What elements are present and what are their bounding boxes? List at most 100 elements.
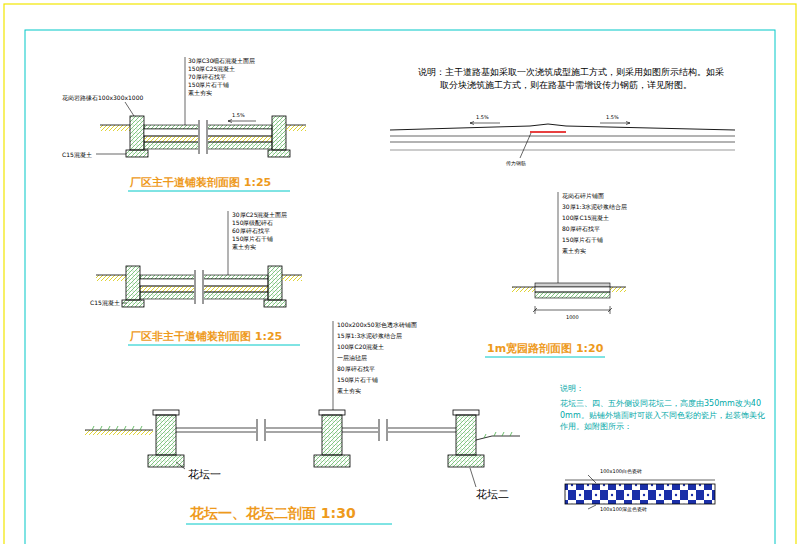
planter-section-part	[156, 415, 176, 455]
planter-section-part	[322, 415, 342, 455]
layer-label: 素土夯实	[232, 243, 256, 250]
layer-label: 素土夯实	[562, 247, 586, 254]
planter-section-part	[176, 462, 185, 469]
dimension-label: 1000	[566, 314, 579, 320]
base-label: C15混凝土	[62, 151, 92, 158]
planter-section-part	[92, 426, 142, 430]
tile-label: 100x100深蓝色瓷砖	[600, 506, 647, 512]
planter-label: 花坛一	[188, 468, 221, 481]
layer-label: 30厚C25混凝土面层	[232, 211, 287, 218]
tile-facing-detail-part	[588, 475, 596, 509]
secondary-road-section	[96, 211, 302, 345]
layer-label: 素土夯实	[337, 387, 361, 394]
garden-path-section-part	[533, 306, 612, 314]
planter-section-part	[484, 432, 512, 438]
secondary-road-section-part	[128, 345, 300, 346]
main-road-section-part	[228, 120, 256, 123]
garden-path-section-part	[485, 357, 605, 358]
planter-section-part	[476, 436, 520, 440]
section-title: 花坛一、花坛二剖面 1:30	[190, 505, 356, 522]
road-joint-section-part	[600, 122, 630, 125]
planter-section-part	[378, 420, 388, 440]
layer-label: 80厚碎石找平	[562, 225, 600, 232]
planter-section-part	[257, 419, 265, 441]
planter-section	[85, 321, 520, 524]
layer-label: 150厚片石干铺	[562, 236, 603, 243]
layer-label: 80厚碎石找平	[337, 365, 375, 372]
section-title: 厂区非主干道铺装剖面图 1:25	[130, 330, 282, 343]
main-road-section-part	[128, 191, 290, 192]
layer-label: 100厚C20混凝土	[337, 343, 384, 350]
planter-section-part	[85, 430, 153, 435]
secondary-road-section-part	[96, 266, 302, 307]
planter-section-part	[85, 430, 153, 431]
layer-label: 花岗石碎片铺面	[562, 192, 604, 199]
layer-label: 150厚片石干铺	[337, 376, 378, 383]
planter-section-part	[176, 428, 322, 432]
road-joint-section-part	[520, 133, 531, 158]
sheet-frame-part	[25, 30, 775, 544]
main-road-section	[96, 57, 306, 191]
section-title: 厂区主干道铺装剖面图 1:25	[130, 176, 271, 189]
main-road-section-part	[100, 116, 306, 157]
tile-label: 100x100白色瓷砖	[600, 468, 642, 474]
planter-section-part	[148, 455, 184, 467]
slope-label: 1.5%	[606, 114, 619, 120]
planter-section-part	[470, 468, 476, 487]
garden-path-section-part	[535, 283, 610, 287]
layer-label: 100x200x50彩色透水砖铺面	[337, 321, 417, 328]
layer-label: 150厚片石干铺	[188, 81, 229, 88]
main-road-section-part	[125, 102, 134, 116]
curb-label: 花岗岩路缘石100x300x1000	[62, 94, 143, 101]
road-joint-section-part	[390, 124, 735, 130]
tile-facing-detail	[565, 475, 715, 509]
road-joint-section-part	[390, 150, 735, 151]
layer-label: 100厚C15混凝土	[562, 214, 609, 221]
road-joint-section-part	[470, 122, 500, 125]
note-text: 花坛三、四、五外侧设同花坛二，高度由350mm改为400mm。贴铺外墙面时可嵌入…	[560, 398, 765, 433]
layer-label: 一层油毡层	[337, 354, 367, 361]
planter-section-part	[448, 455, 484, 467]
section-title: 1m宽园路剖面图 1:20	[487, 342, 603, 355]
note-heading: 说明：	[560, 384, 584, 394]
planter-section-part	[379, 419, 387, 441]
main-road-section-part	[96, 154, 126, 155]
road-joint-section	[390, 122, 735, 159]
layer-label: 150厚级配碎石	[232, 219, 273, 226]
planter-label: 花坛二	[476, 488, 509, 501]
planter-section-part	[319, 410, 345, 415]
sheet-frame	[4, 4, 796, 544]
main-road-section-part	[185, 57, 186, 125]
garden-path-section	[485, 192, 626, 357]
garden-path-section-part	[512, 287, 535, 292]
planter-section-part	[256, 420, 266, 440]
layer-label: 150厚片石干铺	[232, 235, 273, 242]
base-label: C15混凝土	[90, 299, 120, 306]
layer-label: 150厚C25混凝土	[188, 65, 235, 72]
planter-section-part	[342, 428, 456, 432]
layer-label: 素土夯实	[188, 89, 212, 96]
garden-path-section-part	[558, 192, 559, 283]
road-joint-section-part	[390, 136, 735, 142]
garden-path-section-part	[535, 287, 610, 292]
planter-section-part	[314, 455, 350, 467]
layer-label: 30厚C30细石混凝土面层	[188, 57, 255, 64]
layer-label: 15厚1:3水泥砂浆结合层	[337, 332, 402, 339]
road-joint-section-part	[530, 131, 566, 133]
layer-label: 30厚1:3水泥砂浆结合层	[562, 203, 627, 210]
slope-label: 1.5%	[232, 112, 245, 118]
planter-section-part	[186, 524, 392, 525]
secondary-road-section-part	[122, 303, 127, 304]
garden-path-section-part	[610, 287, 626, 292]
rebar-label: 传力钢筋	[506, 160, 526, 166]
planter-section-part	[456, 415, 476, 455]
secondary-road-section-part	[228, 211, 229, 275]
note-text: 说明：主干道路基如采取一次浇筑成型施工方式，则采用如图所示结构。如采取分块浇筑施…	[418, 66, 728, 92]
planter-section-part	[453, 410, 479, 415]
planter-section-part	[153, 410, 179, 415]
slope-label: 1.5%	[476, 114, 489, 120]
layer-label: 60厚碎石找平	[232, 227, 270, 234]
layer-label: 70厚碎石找平	[188, 73, 226, 80]
garden-path-section-part	[535, 292, 610, 298]
